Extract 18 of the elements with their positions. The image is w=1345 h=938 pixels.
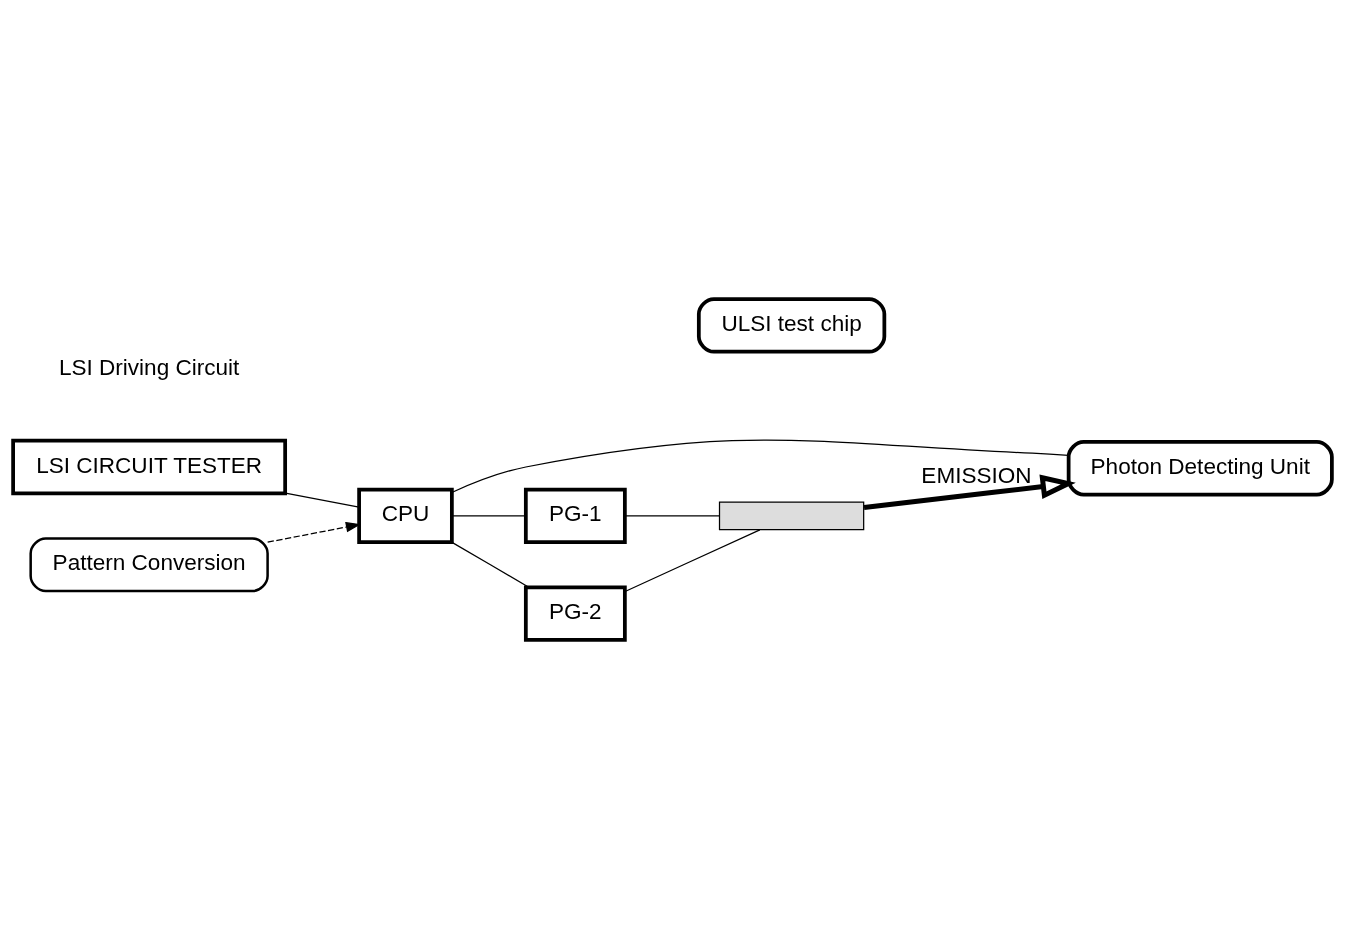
label: LSI Driving Circuit xyxy=(58,354,240,380)
node-bar xyxy=(718,500,865,530)
arrow xyxy=(863,474,1076,510)
connector xyxy=(451,541,530,588)
node-box: Pattern Conversion xyxy=(29,536,269,592)
connector xyxy=(284,491,360,508)
node-box: ULSI test chip xyxy=(696,296,887,354)
connector xyxy=(624,528,761,592)
arrow xyxy=(267,521,361,543)
edge-label: EMISSION xyxy=(921,462,1032,488)
node-box: PG-1 xyxy=(523,487,627,544)
connector xyxy=(451,438,1070,493)
node-box: PG-2 xyxy=(523,584,627,642)
node-box: LSI CIRCUIT TESTER xyxy=(11,438,288,495)
node-box: Photon Detecting Unit xyxy=(1066,439,1334,496)
connector xyxy=(451,514,526,516)
node-box: CPU xyxy=(357,487,454,544)
connector xyxy=(624,514,720,516)
